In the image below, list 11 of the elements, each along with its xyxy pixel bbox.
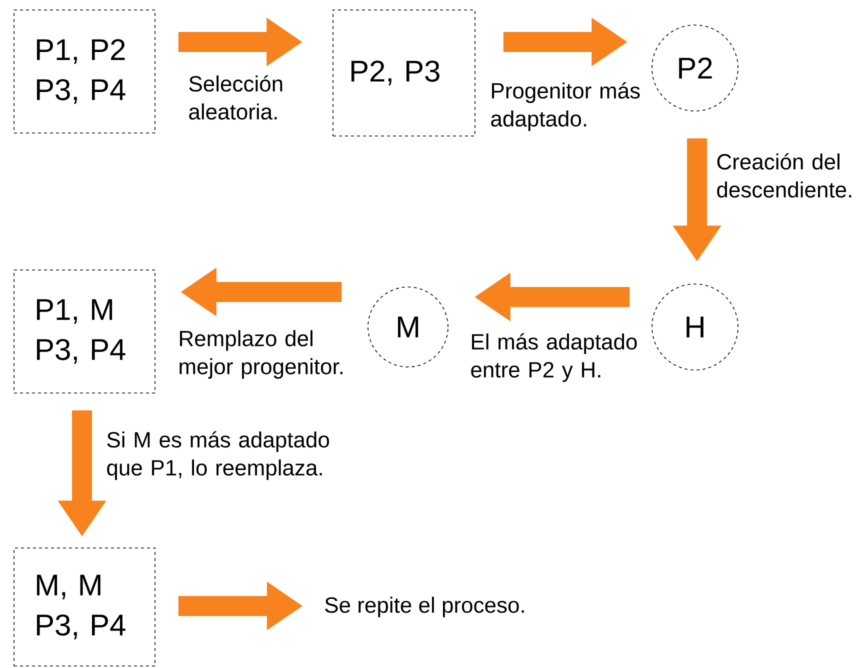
population-box: P2, P3 (332, 10, 476, 136)
population-box: M, M P3, P4 (14, 548, 156, 666)
population-box: P1, P2 P3, P4 (14, 10, 156, 134)
note-text: Se repite el proceso. (325, 596, 524, 618)
edge-label: Remplazo del mejor progenitor. (180, 330, 342, 379)
edge-label: Selección aleatoria. (189, 75, 282, 120)
population-box: P1, M P3, P4 (14, 270, 156, 394)
edge-label: El más adaptado entre P2 y H. (471, 333, 637, 382)
edge-label: Progenitor más adaptado. (491, 82, 640, 131)
edge-label: Si M es más adaptado que P1, lo reemplaza. (107, 431, 330, 480)
edge-label: Creación del descendiente. (717, 153, 852, 198)
